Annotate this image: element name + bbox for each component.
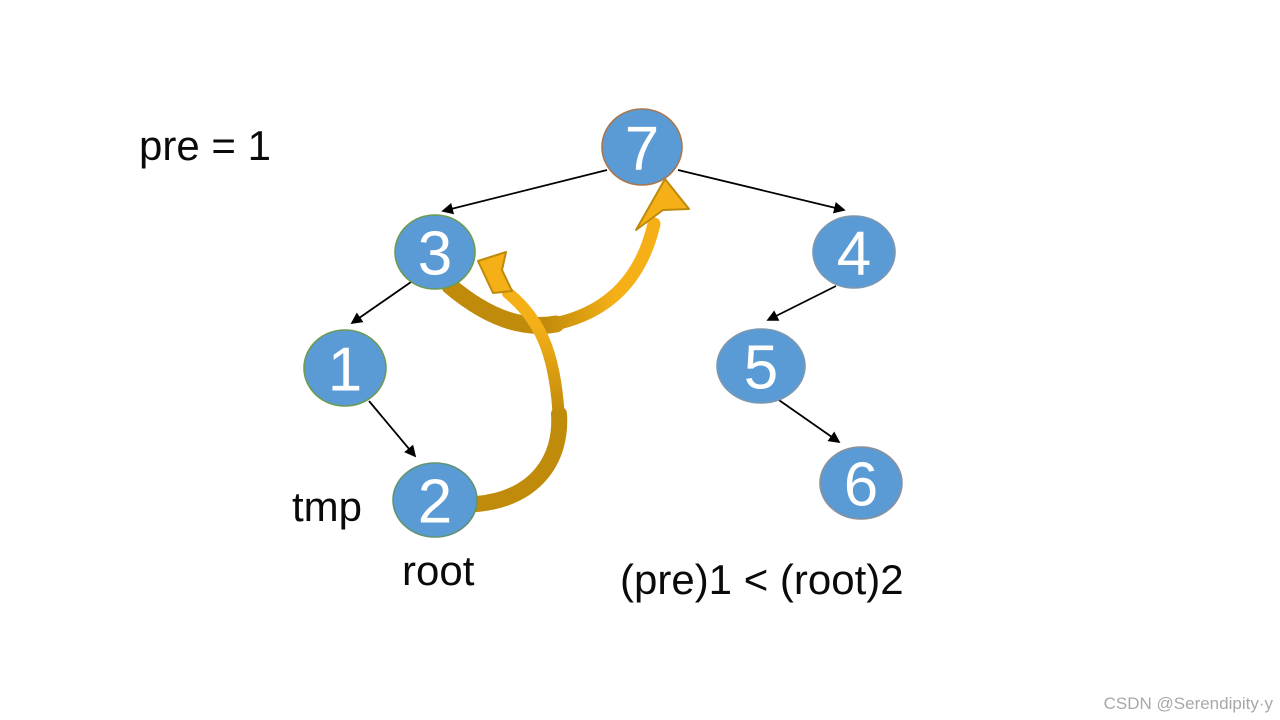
- tree-node-5-label: 5: [744, 333, 778, 402]
- tree-node-1-circle: [303, 329, 387, 407]
- tree-node-2: 2: [392, 462, 478, 538]
- tree-node-5: 5: [716, 328, 806, 404]
- curved-arrow-2-to-3: [469, 251, 568, 512]
- tree-node-3-circle: [394, 214, 476, 290]
- gold-pointer-arrows: [441, 178, 690, 512]
- tree-node-7-label: 7: [625, 114, 659, 183]
- edge-7-to-4: [677, 169, 846, 214]
- edge-4-to-5: [766, 285, 837, 321]
- tree-node-6-label: 6: [844, 450, 878, 519]
- root-pointer-label: root: [402, 547, 475, 594]
- tree-node-2-circle: [392, 462, 478, 538]
- tree-node-7: 7: [601, 108, 683, 186]
- edge-5-to-6: [775, 397, 841, 444]
- tree-node-4-circle: [812, 215, 896, 289]
- pre-value-label: pre = 1: [139, 122, 271, 169]
- tree-node-3: 3: [394, 214, 476, 290]
- tmp-pointer-label: tmp: [292, 483, 363, 530]
- tree-node-1-label: 1: [328, 335, 362, 404]
- csdn-watermark: CSDN @Serendipity·y: [1103, 694, 1273, 713]
- tree-node-2-label: 2: [418, 467, 452, 536]
- curved-arrow-to-7-head: [635, 178, 690, 231]
- tree-node-6: 6: [819, 446, 903, 520]
- curved-arrow-2-to-3-head: [477, 251, 513, 294]
- curved-arrow-to-7: [441, 178, 690, 334]
- tree-node-3-label: 3: [418, 219, 452, 288]
- tree-node-7-circle: [601, 108, 683, 186]
- tree-node-6-circle: [819, 446, 903, 520]
- tree-node-5-circle: [716, 328, 806, 404]
- edge-1-to-2: [368, 400, 417, 458]
- tree-edges: [350, 169, 846, 458]
- comparison-label: (pre)1 < (root)2: [620, 556, 904, 603]
- tree-nodes: 7 3 4 1 5 2 6: [303, 108, 903, 538]
- edge-3-to-1: [350, 281, 412, 325]
- edge-7-to-3: [441, 169, 608, 215]
- tree-node-4-label: 4: [837, 219, 871, 288]
- tree-node-1: 1: [303, 329, 387, 407]
- tree-node-4: 4: [812, 215, 896, 289]
